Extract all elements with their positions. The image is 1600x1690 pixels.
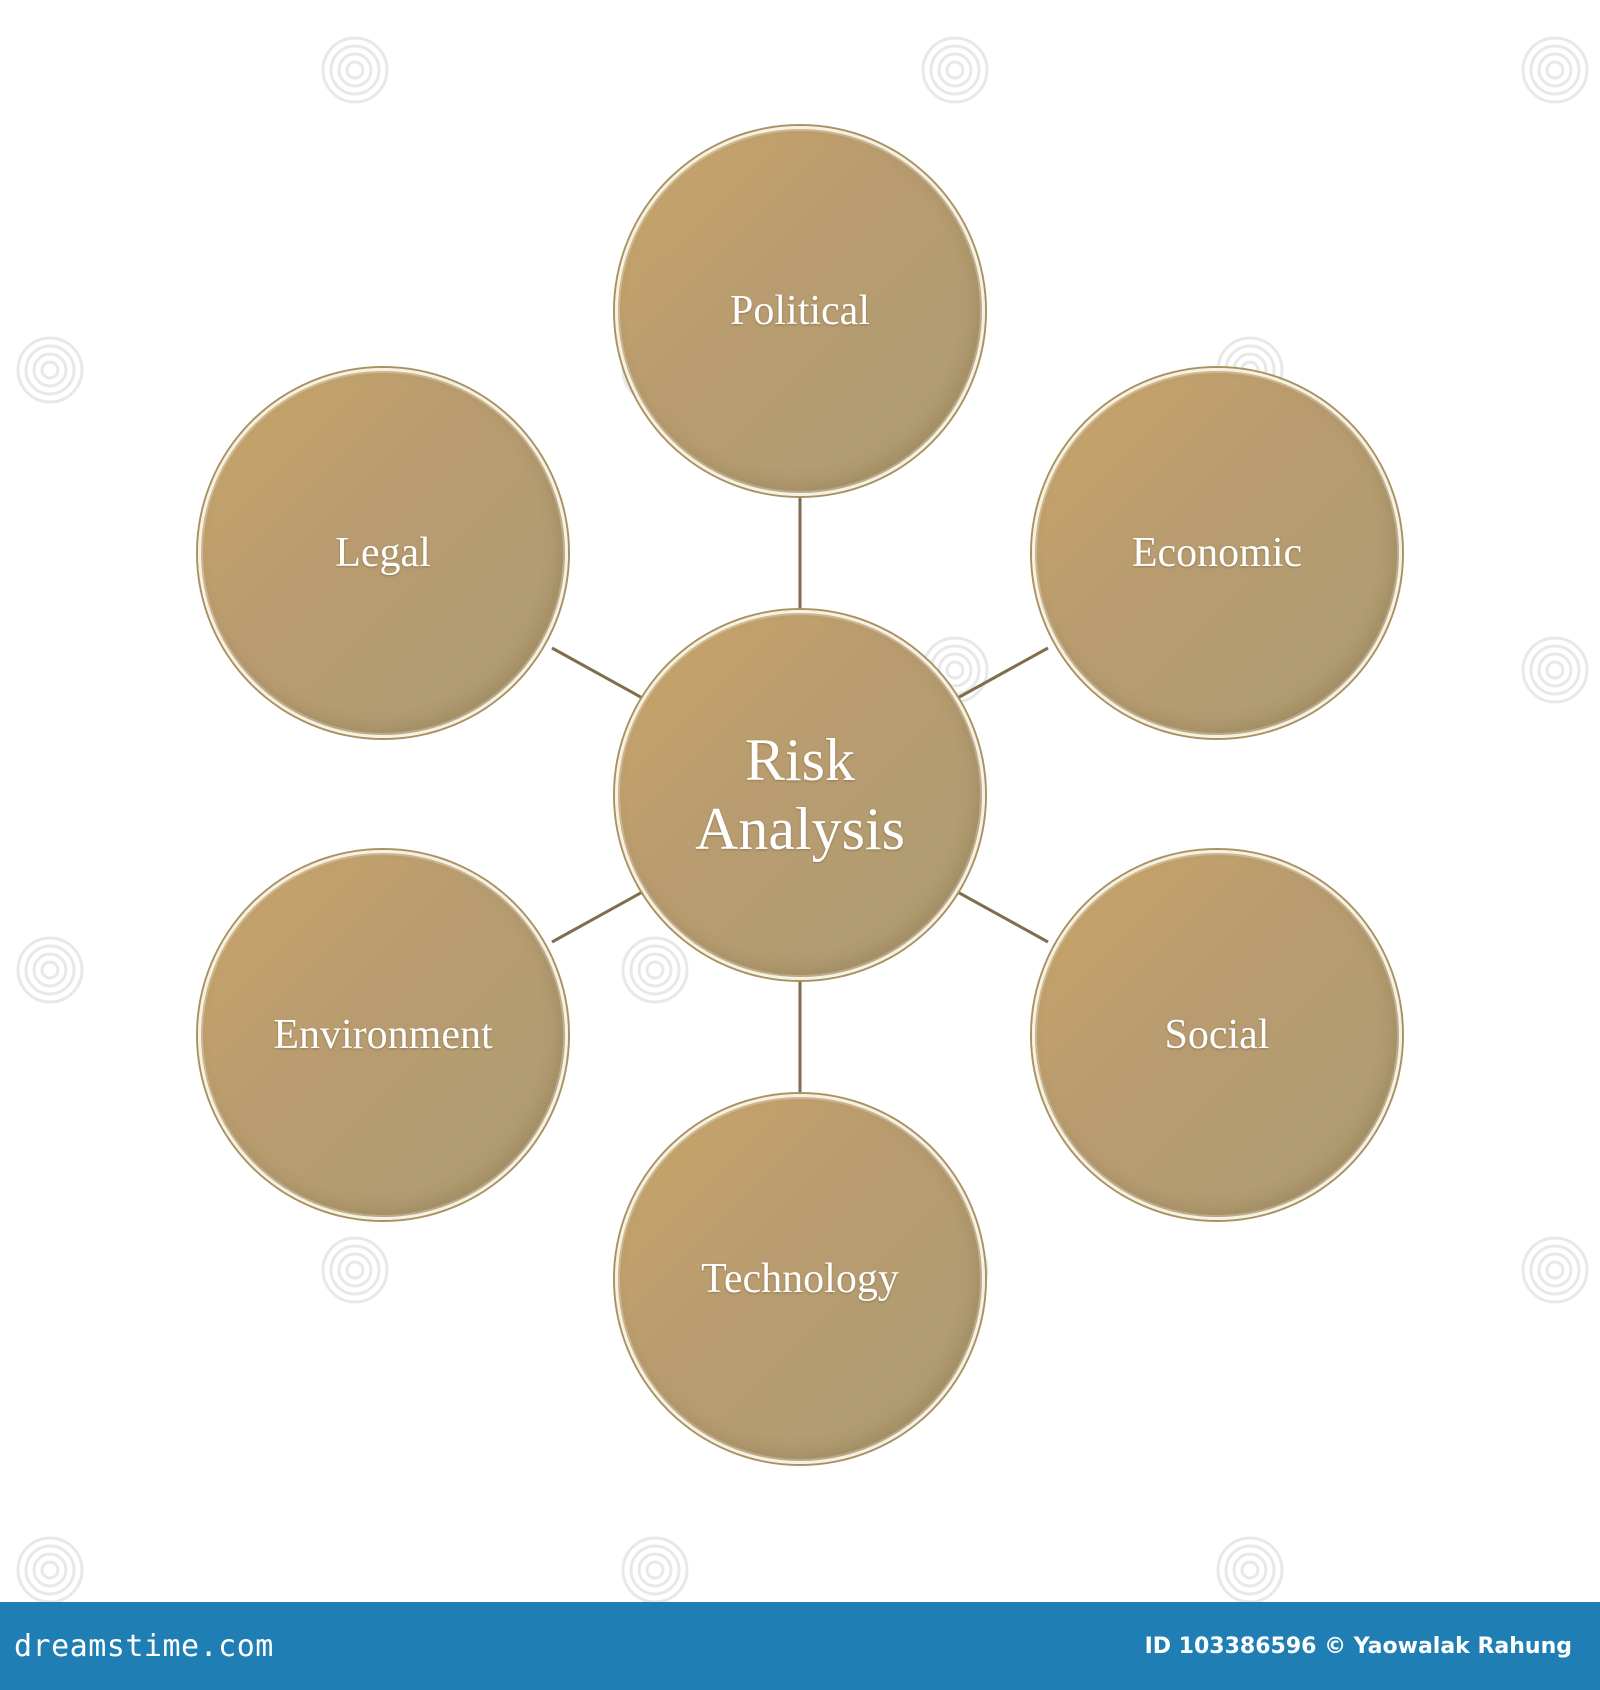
swirl-icon — [921, 36, 989, 104]
node-economic-label: Economic — [1131, 529, 1303, 576]
footer-bar: dreamstime.com ID 103386596 © Yaowalak R… — [0, 1602, 1600, 1690]
swirl-icon — [321, 36, 389, 104]
footer-credit: ID 103386596 © Yaowalak Rahung — [1144, 1633, 1572, 1659]
swirl-icon — [16, 336, 84, 404]
node-social: Social — [1032, 850, 1402, 1220]
swirl-icon — [321, 1236, 389, 1304]
swirl-icon — [1521, 36, 1589, 104]
node-economic: Economic — [1032, 368, 1402, 738]
connector-social — [953, 888, 1049, 944]
node-environment: Environment — [198, 850, 568, 1220]
node-social-label: Social — [1164, 1011, 1270, 1058]
connector-environment — [551, 888, 647, 944]
center-label-line1: Risk — [744, 727, 856, 793]
swirl-icon — [1521, 636, 1589, 704]
center-label: Risk Analysis — [695, 726, 905, 864]
node-political-label: Political — [730, 287, 870, 334]
connector-economic — [953, 646, 1049, 702]
connector-lines — [551, 496, 1049, 1096]
connector-legal — [551, 646, 647, 702]
swirl-icon — [621, 936, 689, 1004]
swirl-icon — [16, 936, 84, 1004]
center-label-line2: Analysis — [695, 796, 905, 862]
node-center-risk-analysis: Risk Analysis — [615, 610, 985, 980]
node-legal: Legal — [198, 368, 568, 738]
node-political: Political — [615, 126, 985, 496]
swirl-icon — [1521, 1236, 1589, 1304]
node-technology-label: Technology — [701, 1255, 899, 1302]
node-environment-label: Environment — [273, 1011, 493, 1058]
node-technology: Technology — [615, 1094, 985, 1464]
node-legal-label: Legal — [335, 529, 431, 576]
footer-brand[interactable]: dreamstime.com — [14, 1628, 274, 1664]
